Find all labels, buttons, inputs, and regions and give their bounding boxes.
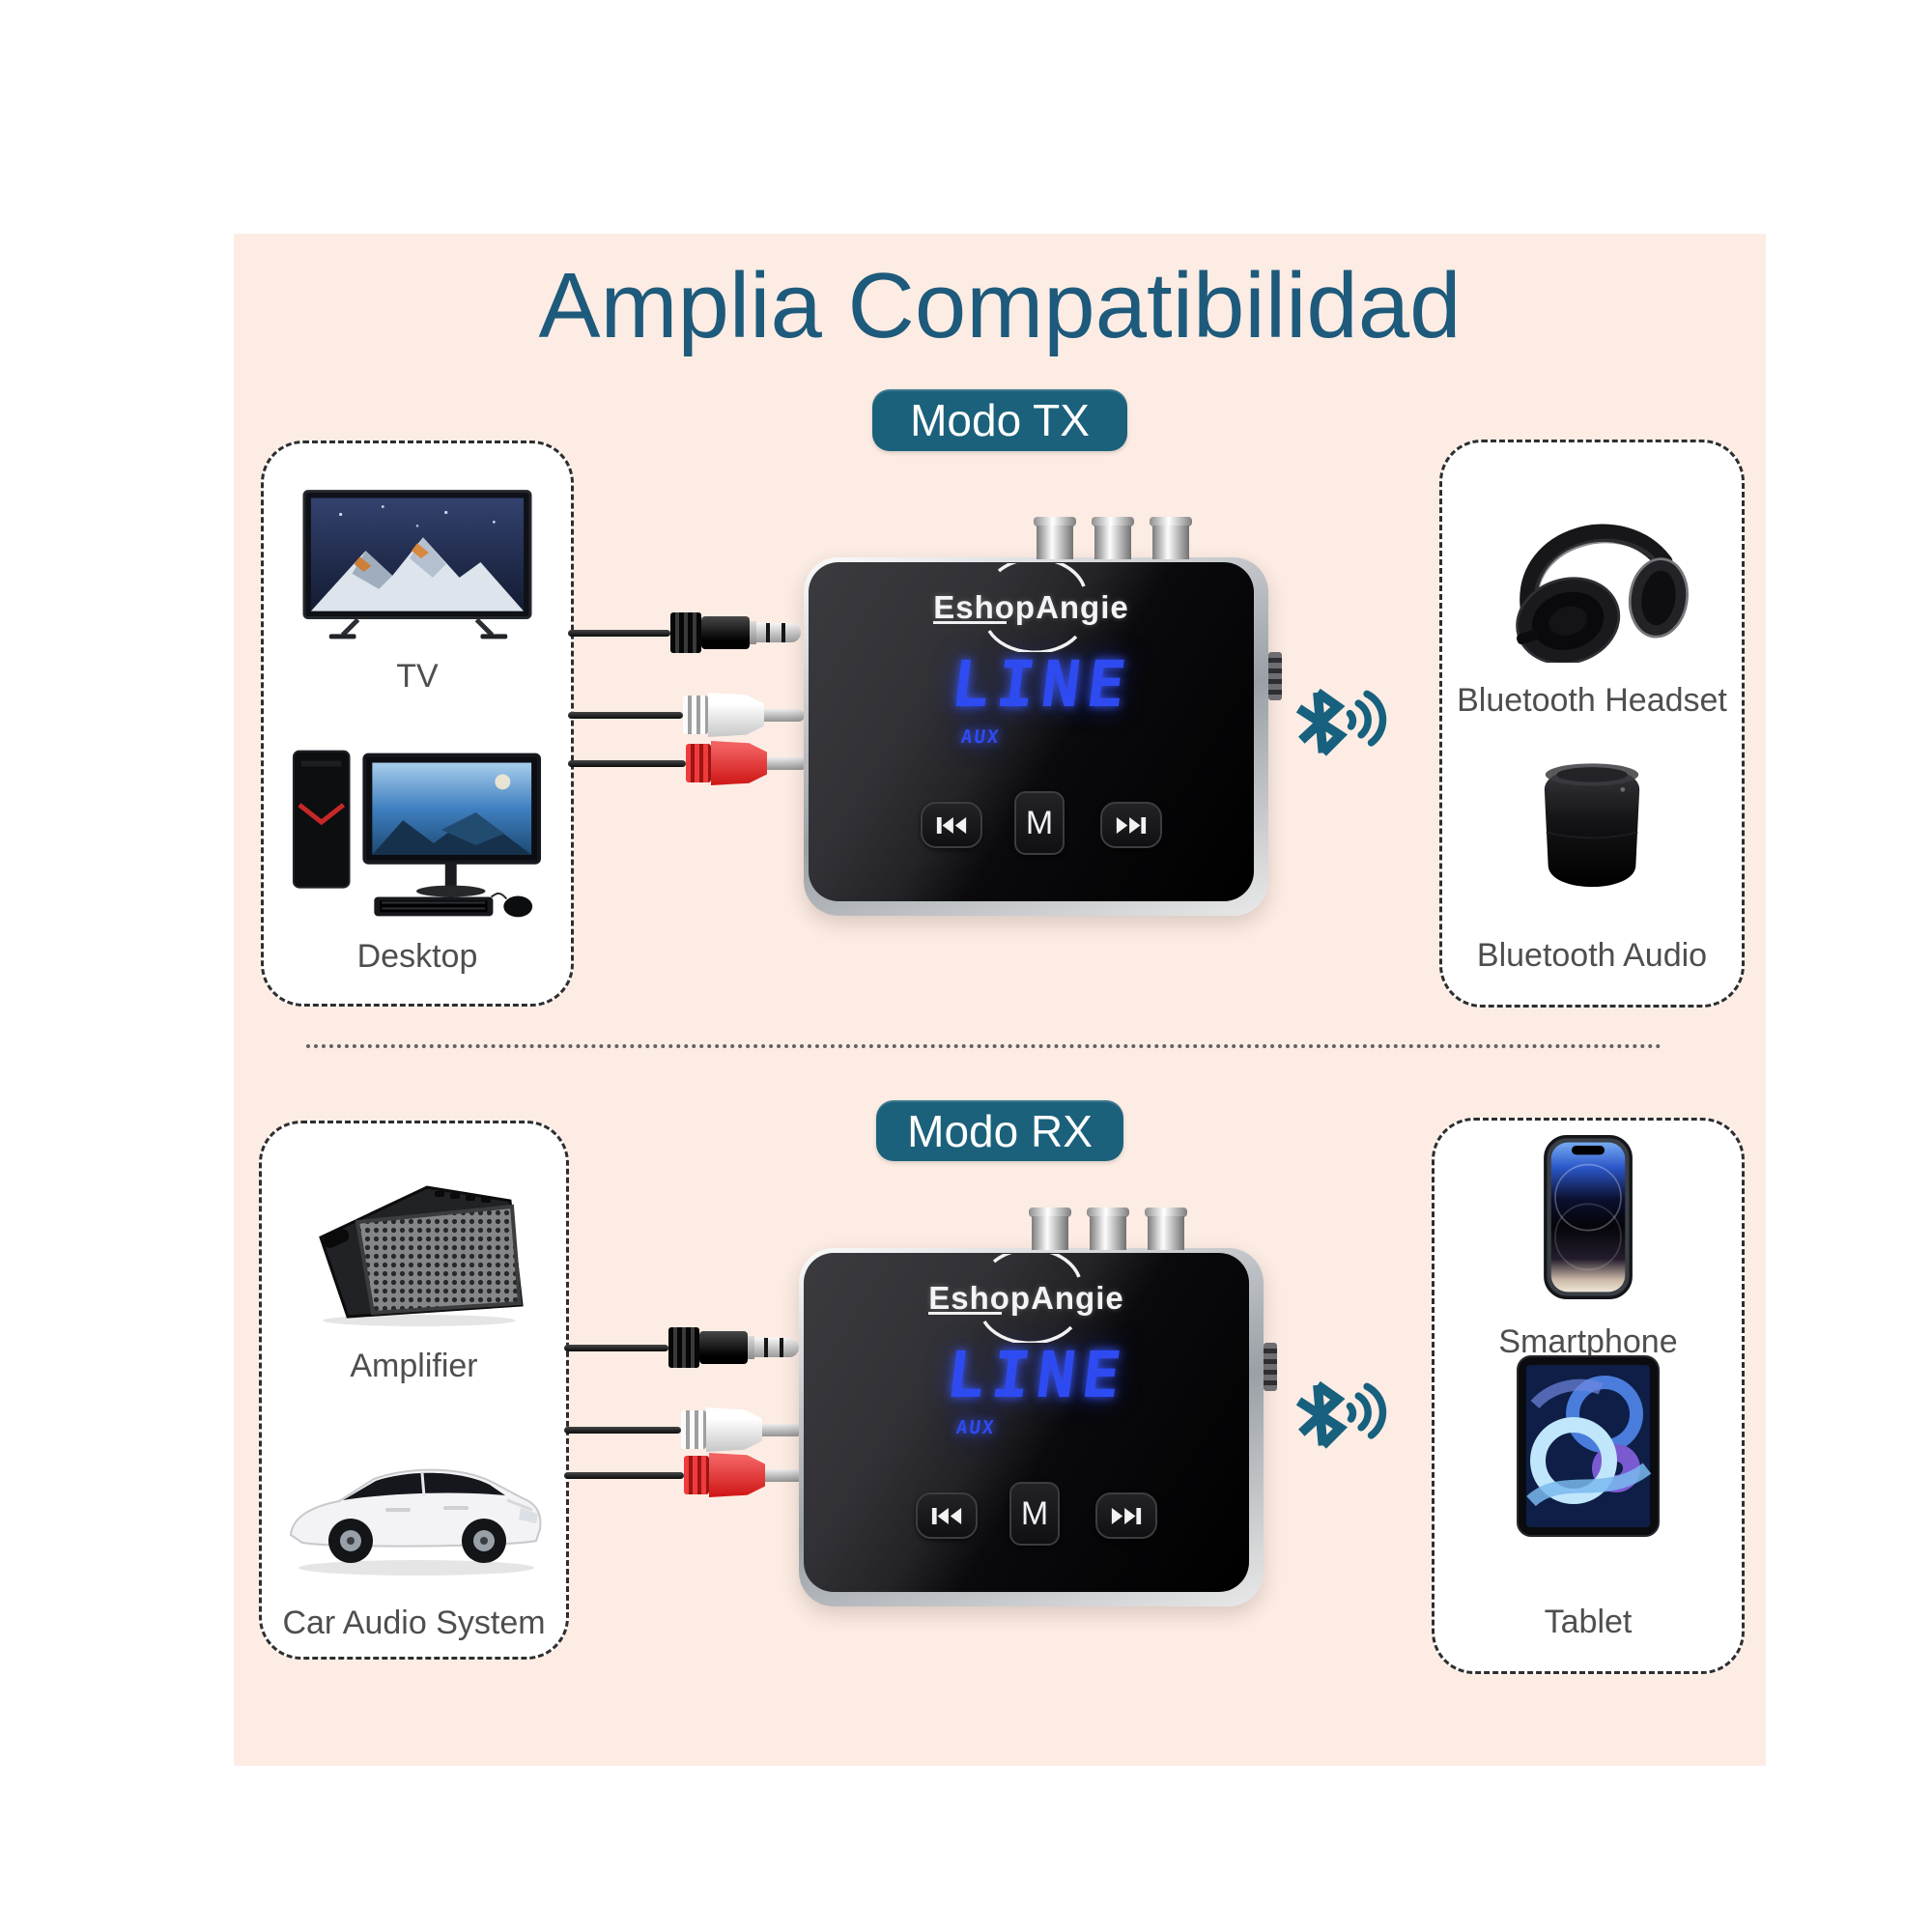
rca-ribs <box>686 744 711 782</box>
prev-track-icon <box>936 816 967 834</box>
rca-ribs <box>681 1410 706 1449</box>
bluetooth-signal-icon <box>1285 668 1402 778</box>
tx-targets-box: Bluetooth Headset Bluetooth Audio <box>1439 440 1745 1008</box>
brand-underline <box>933 621 1008 624</box>
bluetooth-signal-icon <box>1285 1360 1402 1470</box>
mode-switch <box>1264 1343 1277 1391</box>
rca-cable-red <box>564 1453 806 1497</box>
rx-source-label-car: Car Audio System <box>282 1605 546 1641</box>
led-display-sub: AUX <box>954 1417 997 1438</box>
page-title: Amplia Compatibilidad <box>538 254 1462 357</box>
jack-tip <box>754 1338 799 1357</box>
jack-ribs <box>670 612 701 653</box>
cable-wire <box>568 759 686 767</box>
brand-name: EshopAngie <box>933 589 1129 625</box>
mode-rx-badge-label: Modo RX <box>907 1105 1093 1156</box>
led-display-sub: AUX <box>959 726 1002 748</box>
jack-neck <box>748 1336 754 1359</box>
mode-tx-badge: Modo TX <box>872 389 1127 451</box>
rca-jacks <box>1029 1208 1187 1250</box>
led-display: LINE <box>942 1338 1132 1412</box>
prev-track-icon <box>931 1507 962 1524</box>
rca-pin <box>764 708 805 722</box>
rca-cable-white <box>568 693 805 737</box>
aux-cable <box>564 1327 799 1368</box>
brand-underline <box>928 1312 1003 1315</box>
rx-target-label-smartphone: Smartphone <box>1498 1323 1678 1360</box>
brand-logo: EshopAngie <box>804 1254 1249 1343</box>
next-track-button <box>1095 1492 1157 1539</box>
rca-pin <box>762 1423 803 1436</box>
mode-button-label: M <box>1025 804 1054 841</box>
rca-body <box>708 693 764 737</box>
jack-neck <box>750 621 756 644</box>
rca-jack <box>1150 517 1192 559</box>
brand-name: EshopAngie <box>928 1280 1124 1316</box>
rca-jack <box>1087 1208 1129 1250</box>
rca-jack <box>1145 1208 1187 1250</box>
rca-body <box>709 1453 765 1497</box>
cable-wire <box>568 711 683 719</box>
rx-targets-box: Smartphone Tablet <box>1432 1118 1745 1674</box>
prev-track-button <box>921 802 982 848</box>
rca-jacks <box>1034 517 1192 559</box>
bt-transmitter-device: EshopAngie LINE AUX M <box>804 517 1282 916</box>
jack-barrel <box>699 1331 748 1364</box>
aux-cable <box>568 612 801 653</box>
mode-button-label: M <box>1020 1494 1049 1532</box>
tv-icon <box>302 484 532 651</box>
rx-source-label-amplifier: Amplifier <box>350 1348 478 1384</box>
rca-jack <box>1029 1208 1071 1250</box>
bt-receiver-device: EshopAngie LINE AUX M <box>799 1208 1277 1606</box>
mode-rx-badge: Modo RX <box>876 1100 1123 1161</box>
car-icon <box>279 1440 550 1590</box>
mode-switch <box>1268 652 1282 700</box>
tx-source-label-tv: TV <box>396 658 439 695</box>
jack-tip <box>756 623 801 642</box>
cable-wire <box>564 1344 668 1351</box>
amplifier-icon <box>294 1174 535 1333</box>
desktop-pc-icon <box>288 745 547 928</box>
rca-cable-white <box>564 1407 803 1452</box>
tx-sources-box: TV <box>261 440 574 1007</box>
rca-body <box>706 1407 762 1452</box>
mode-button: M <box>1009 1482 1060 1546</box>
jack-ribs <box>668 1327 699 1368</box>
brand-arc <box>982 1254 1082 1343</box>
rca-pin <box>765 1468 806 1482</box>
rca-ribs <box>684 1456 709 1494</box>
cable-wire <box>568 629 670 637</box>
next-track-icon <box>1116 816 1147 834</box>
device-face: EshopAngie LINE AUX M <box>809 562 1254 901</box>
jack-barrel <box>701 616 750 649</box>
rx-sources-box: Amplifier Car Audio System <box>259 1121 569 1660</box>
section-divider <box>306 1044 1662 1048</box>
cable-wire <box>564 1471 684 1479</box>
next-track-icon <box>1111 1507 1142 1524</box>
speaker-icon <box>1531 747 1653 908</box>
headphones-icon <box>1481 498 1703 668</box>
rca-jack <box>1092 517 1134 559</box>
led-display: LINE <box>947 647 1137 722</box>
next-track-button <box>1100 802 1162 848</box>
rx-target-label-tablet: Tablet <box>1544 1604 1633 1640</box>
prev-track-button <box>916 1492 978 1539</box>
mode-tx-badge-label: Modo TX <box>910 395 1090 445</box>
rca-pin <box>767 756 808 770</box>
rca-jack <box>1034 517 1076 559</box>
smartphone-icon <box>1544 1135 1633 1304</box>
rca-body <box>711 741 767 785</box>
device-face: EshopAngie LINE AUX M <box>804 1253 1249 1592</box>
tx-source-label-desktop: Desktop <box>356 938 478 975</box>
rca-cable-red <box>568 741 808 785</box>
mode-button: M <box>1014 791 1065 855</box>
cable-wire <box>564 1426 681 1434</box>
tx-target-label-audio: Bluetooth Audio <box>1476 937 1708 974</box>
brand-arc <box>987 563 1087 652</box>
tablet-icon <box>1516 1354 1661 1543</box>
rca-ribs <box>683 696 708 734</box>
tx-target-label-headset: Bluetooth Headset <box>1457 682 1727 719</box>
brand-logo: EshopAngie <box>809 563 1254 652</box>
